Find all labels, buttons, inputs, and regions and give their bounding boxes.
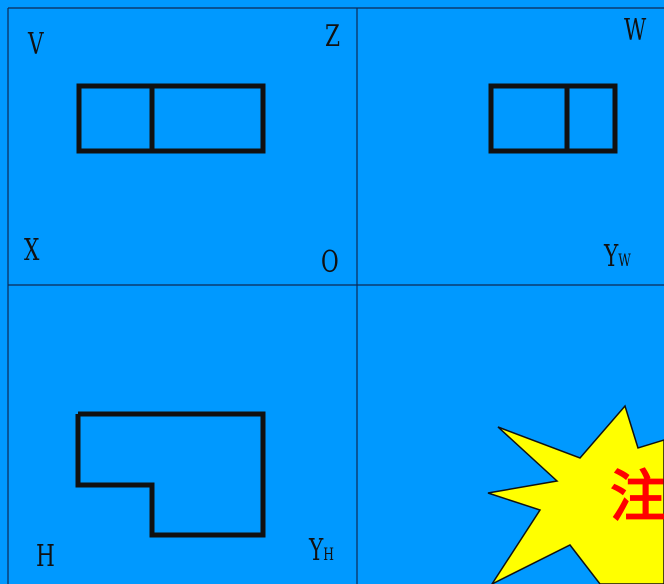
starburst-shape [487,404,664,584]
label-yh-main: Y [309,533,324,568]
label-z: Z [325,19,341,54]
side-view-outline [488,83,618,154]
starburst-callout [487,404,664,584]
front-view-outline [76,83,266,154]
callout-text: 注 [610,465,664,530]
label-o: O [321,245,339,280]
side-view-shape [488,83,618,154]
label-h: H [36,539,55,574]
top-view-shape [75,411,266,538]
label-v: V [28,27,44,62]
quadrant-frame [7,7,664,584]
label-yw-main: Y [604,239,619,274]
label-yh-subscript: H [323,545,334,565]
front-view-shape [76,83,266,154]
label-x: X [24,233,40,268]
label-yw-subscript: W [618,251,631,271]
label-yw: YW [604,242,631,272]
label-w: W [624,13,647,48]
top-view-outline [75,411,266,538]
label-yh: YH [309,536,334,566]
